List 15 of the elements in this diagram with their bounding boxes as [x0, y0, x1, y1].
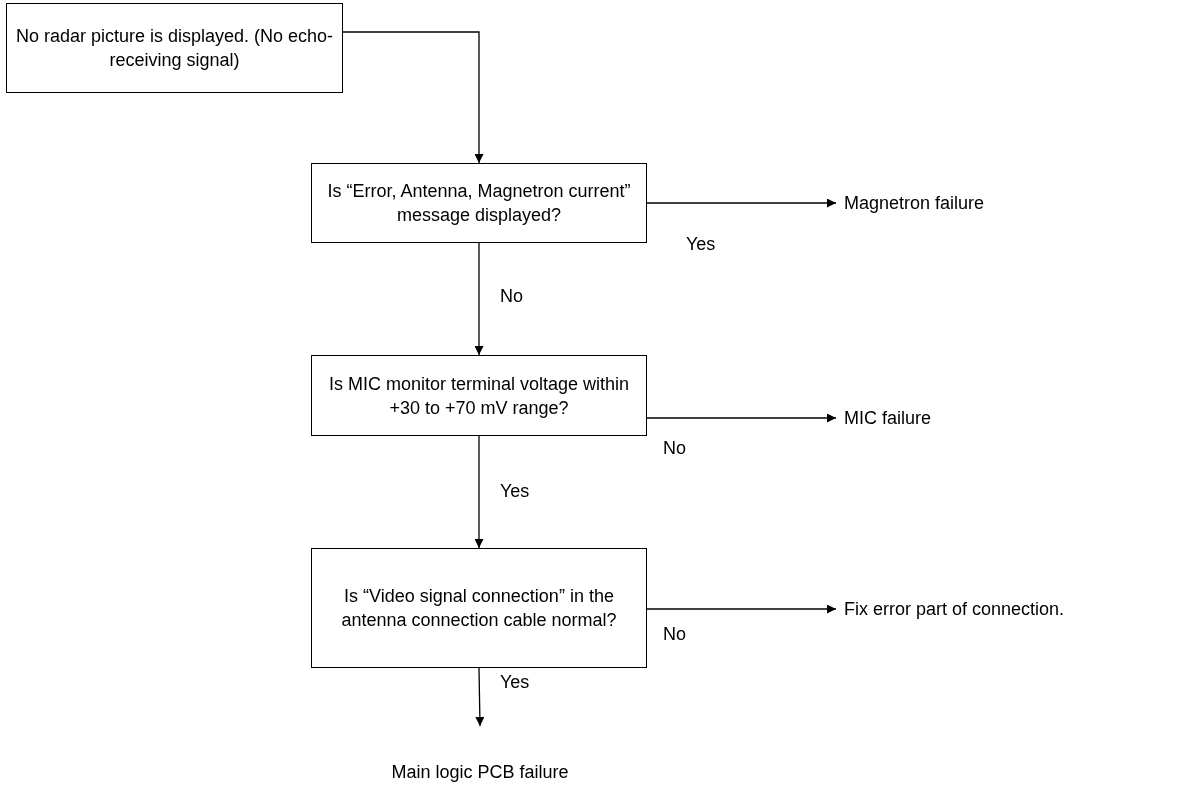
outcome-text: MIC failure [844, 404, 1064, 432]
arrow [342, 31, 484, 164]
outcome-text: Main logic PCB failure [360, 758, 600, 786]
arrow [474, 435, 484, 549]
arrow [646, 198, 837, 208]
outcome-text: Fix error part of connection. [844, 595, 1144, 623]
process-box: Is MIC monitor terminal voltage within +30 to +70 mV range? [311, 355, 647, 436]
process-box: Is “Video signal connection” in the antenna connection cable normal? [311, 548, 647, 668]
process-box: Is “Error, Antenna, Magnetron current” message displayed? [311, 163, 647, 243]
arrow [474, 242, 484, 356]
arrow [646, 413, 837, 423]
arrow [646, 604, 837, 614]
process-box: No radar picture is displayed. (No echo-receiving signal) [6, 3, 343, 93]
arrow [475, 667, 485, 727]
outcome-text: Magnetron failure [844, 189, 1064, 217]
